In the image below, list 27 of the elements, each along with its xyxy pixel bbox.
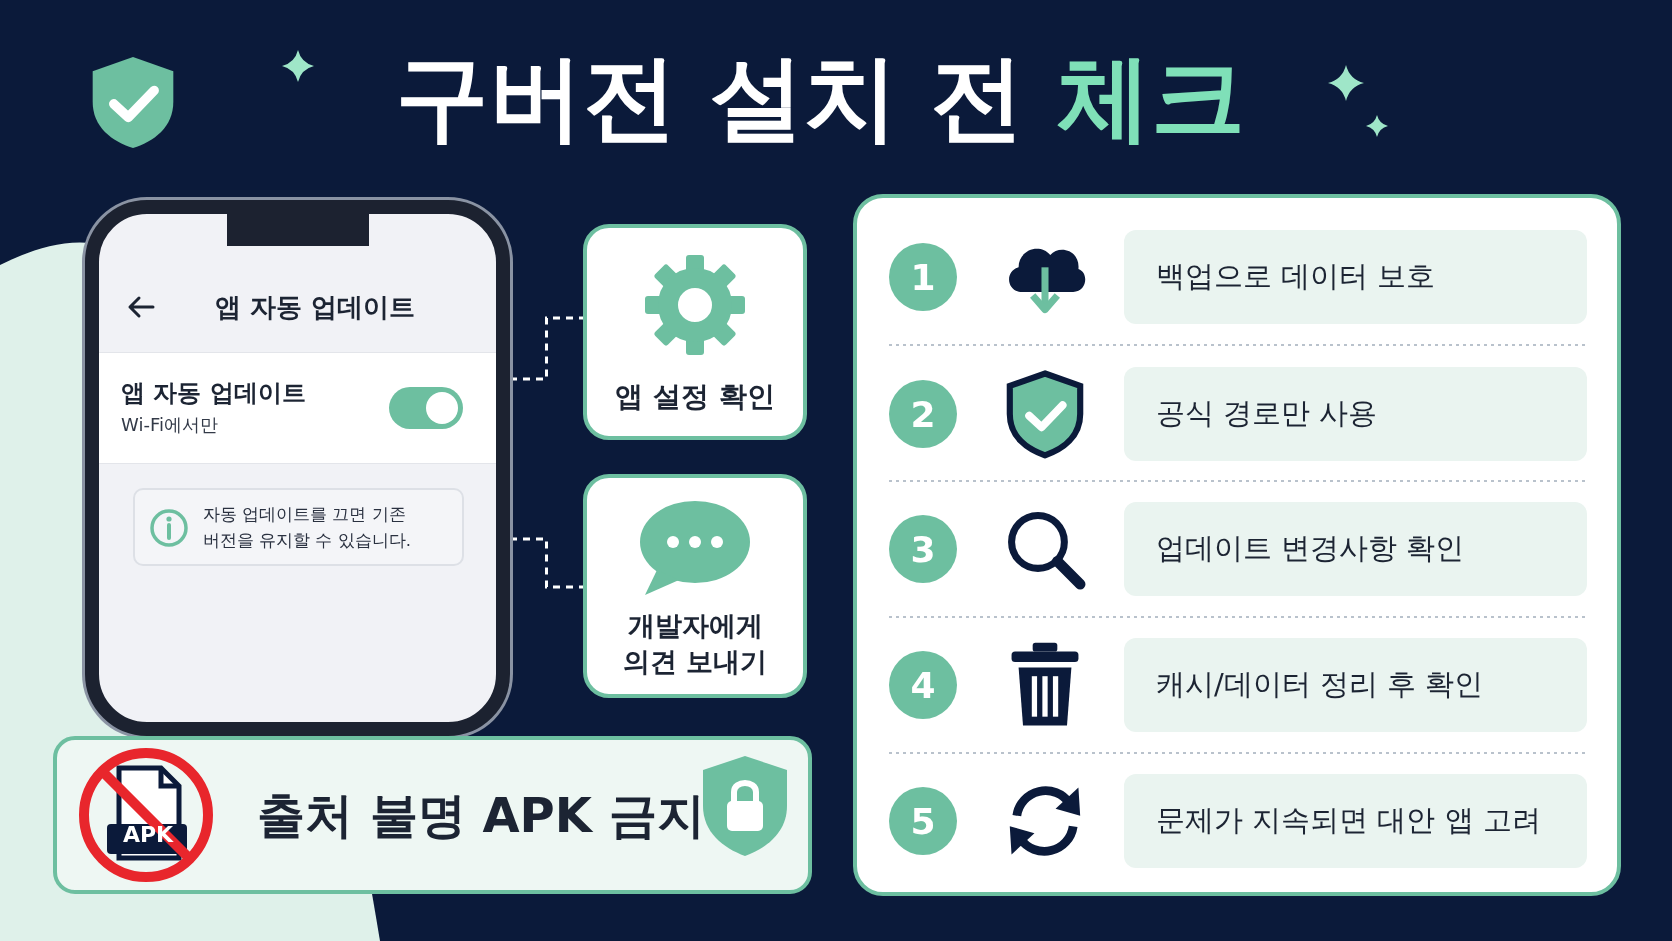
feature-card <box>583 224 807 440</box>
checklist-panel <box>853 194 1621 896</box>
checklist-item: 공식 경로만 사용 <box>1124 367 1587 461</box>
warning-banner <box>53 736 812 894</box>
setting-caption: Wi-Fi에서만 <box>121 413 218 437</box>
step-number: 3 <box>889 515 957 583</box>
dashed-connector <box>510 316 583 381</box>
title: 구버전 설치 전 체크 <box>393 42 1247 154</box>
setting-label: 앱 자동 업데이트 <box>121 378 306 409</box>
card-label: 개발자에게 의견 보내기 <box>621 609 769 679</box>
screen-title: 앱 자동 업데이트 <box>215 291 416 324</box>
checklist-item: 업데이트 변경사항 확인 <box>1124 502 1587 596</box>
settings-row <box>99 352 496 464</box>
dashed-connector <box>510 537 583 589</box>
step-number: 2 <box>889 380 957 448</box>
step-number: 1 <box>889 243 957 311</box>
info-text: 자동 업데이트를 끄면 기존 버전을 유지할 수 있습니다. <box>203 504 412 552</box>
step-number: 5 <box>889 787 957 855</box>
checklist-item: 캐시/데이터 정리 후 확인 <box>1124 638 1587 732</box>
checklist-item: 문제가 지속되면 대안 앱 고려 <box>1124 774 1587 868</box>
card-label: 앱 설정 확인 <box>614 379 776 415</box>
warning-text: 출처 불명 APK 금지 <box>257 786 705 845</box>
checklist-item: 백업으로 데이터 보호 <box>1124 230 1587 324</box>
step-number: 4 <box>889 651 957 719</box>
info-box <box>133 488 464 566</box>
phone-frame <box>85 200 510 736</box>
feature-card <box>583 474 807 698</box>
